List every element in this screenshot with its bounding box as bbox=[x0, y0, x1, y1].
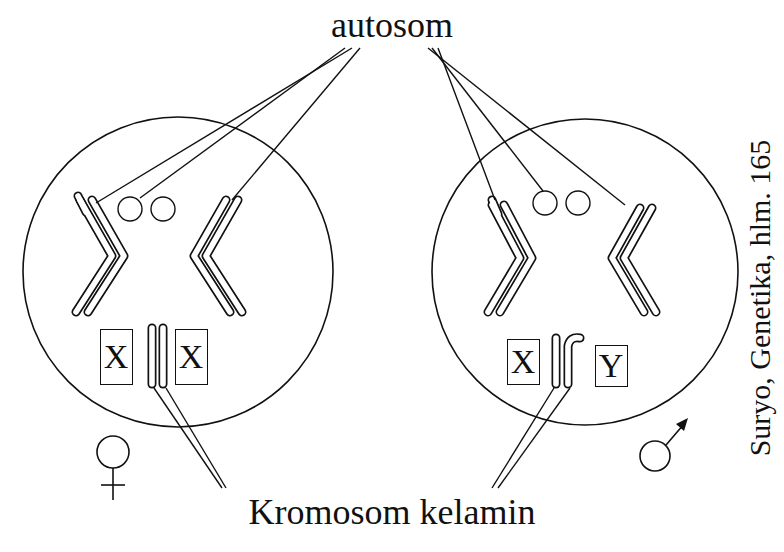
chromosome-outline bbox=[500, 205, 532, 312]
chromosome-core bbox=[78, 196, 86, 212]
chromosome-box: X bbox=[100, 329, 133, 385]
sex-chromosome-label: Kromosom kelamin bbox=[249, 494, 536, 530]
chromosome-box: Y bbox=[595, 345, 628, 387]
chromosome-core bbox=[492, 200, 498, 214]
chromosome-core bbox=[149, 328, 155, 384]
chromosome-core bbox=[88, 200, 124, 312]
autosome-label: autosom bbox=[331, 7, 453, 43]
chromosome-outline bbox=[552, 338, 561, 384]
sex-symbols bbox=[97, 424, 684, 500]
chromosome-core bbox=[568, 338, 580, 384]
source-citation: Suryo, Genetika, hlm. 165 bbox=[745, 140, 775, 457]
chromosome-letter: X bbox=[104, 340, 129, 374]
male-arrowhead bbox=[676, 418, 688, 431]
chromosome-core bbox=[624, 208, 656, 312]
chromosomes bbox=[76, 196, 656, 384]
chromosome-core bbox=[160, 328, 166, 384]
chromosome-core bbox=[194, 200, 230, 312]
chromosome-outline bbox=[206, 200, 242, 312]
chromosome-outline bbox=[78, 196, 86, 212]
chromosome-box: X bbox=[507, 339, 540, 385]
chromosome-core bbox=[553, 338, 559, 384]
chromosome-outline bbox=[148, 328, 157, 384]
cell-outlines bbox=[23, 117, 738, 427]
small-autosomes bbox=[118, 191, 590, 221]
male-cell bbox=[432, 119, 738, 425]
female-symbol bbox=[97, 436, 129, 468]
chromosome-box: X bbox=[175, 329, 208, 385]
male-symbol bbox=[640, 441, 670, 471]
chromosome-outline bbox=[568, 338, 580, 384]
chromosome-letter: X bbox=[179, 340, 204, 374]
chromosome-core bbox=[76, 200, 112, 312]
chromosome-outline bbox=[159, 328, 168, 384]
chromosome-core bbox=[206, 200, 242, 312]
chromosome-outline bbox=[88, 200, 124, 312]
female-cell bbox=[23, 117, 333, 427]
chromosome-core bbox=[500, 205, 532, 312]
chromosome-letter: Y bbox=[599, 349, 624, 383]
chromosome-letter: X bbox=[511, 345, 536, 379]
leader-lines bbox=[96, 48, 625, 488]
